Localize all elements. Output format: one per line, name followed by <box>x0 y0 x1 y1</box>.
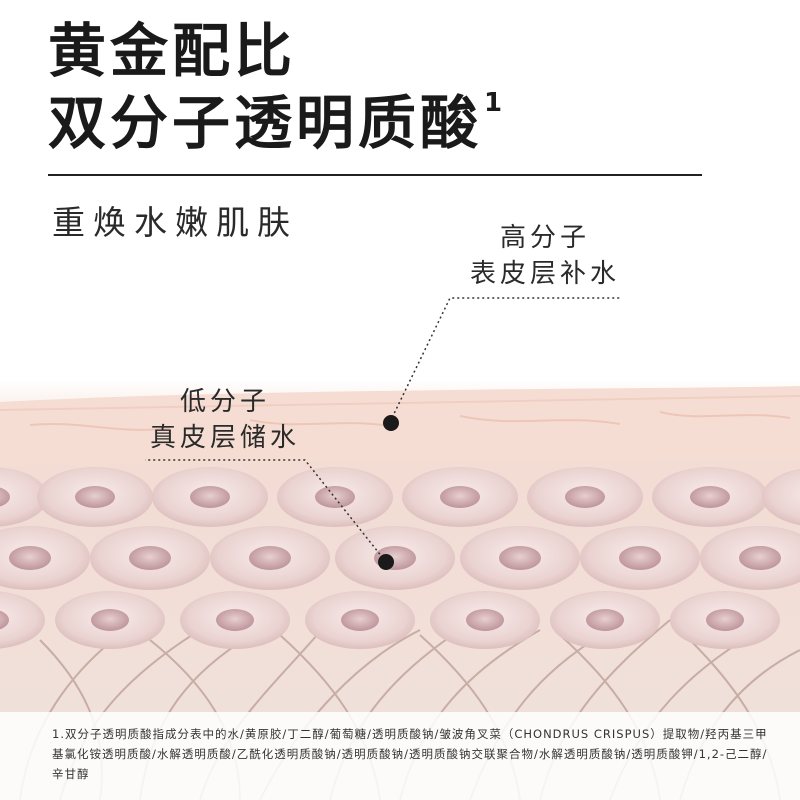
headline-line-2: 双分子透明质酸1 <box>48 90 502 152</box>
skin-illustration <box>0 380 800 800</box>
callout-low-molecule: 低分子 真皮层储水 <box>140 384 310 456</box>
callout-high-molecule: 高分子 表皮层补水 <box>460 220 630 292</box>
headline-line-1: 黄金配比 <box>48 17 297 85</box>
callout-high-line-1: 高分子 <box>499 223 590 253</box>
headline-line-2-text: 双分子透明质酸 <box>48 89 483 157</box>
footnote-panel: 1.双分子透明质酸指成分表中的水/黄原胶/丁二醇/葡萄糖/透明质酸钠/皱波角叉菜… <box>0 712 800 800</box>
footnote-marker: 1 <box>484 88 503 118</box>
cell-layer <box>0 467 800 649</box>
footnote-text: 1.双分子透明质酸指成分表中的水/黄原胶/丁二醇/葡萄糖/透明质酸钠/皱波角叉菜… <box>52 727 768 781</box>
divider-line <box>48 174 702 176</box>
callout-low-line-1: 低分子 <box>179 387 270 417</box>
callout-low-line-2: 真皮层储水 <box>149 423 300 453</box>
callout-high-line-2: 表皮层补水 <box>469 259 620 289</box>
subtitle: 重焕水嫩肌肤 <box>52 203 298 242</box>
